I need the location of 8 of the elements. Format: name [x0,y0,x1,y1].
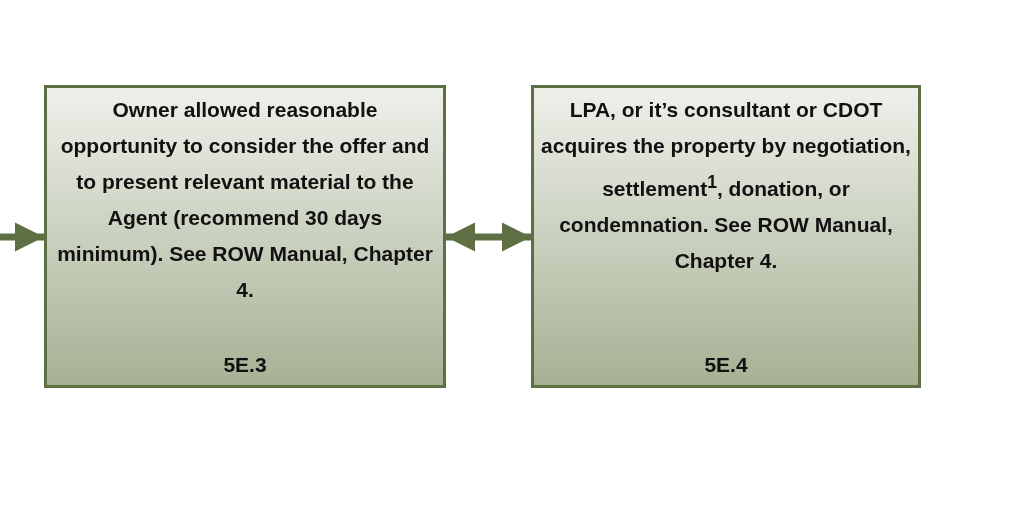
process-box [44,85,446,388]
process-box [531,85,921,388]
step-code: 5E.4 [703,352,749,378]
double-arrow [446,222,531,252]
step-code: 5E.3 [222,352,268,378]
step-description: Owner allowed reasonable opportunity to consider the offer and to present relevant material to the Agent (recommend 30 days minimum). See ROW Manual, Chapter 4. [56,97,434,303]
arrow [0,222,44,252]
step-description: LPA, or it’s consultant or CDOT acquires the property by negotiation, settlement$^{1}$, donation, or condemnation. See ROW Manual, Chapter 4. [540,97,912,274]
